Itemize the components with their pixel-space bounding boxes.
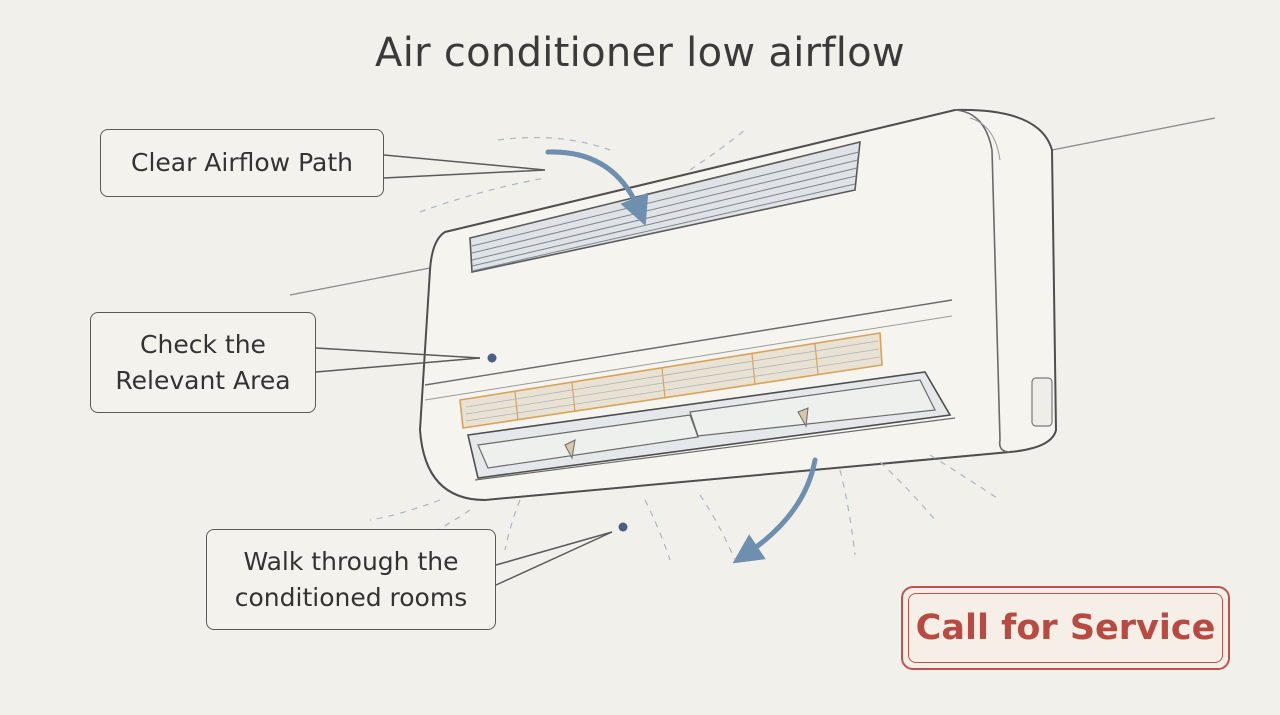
callout-airflow-line-1: Clear Airflow Path xyxy=(130,148,353,177)
ac-seam-lower xyxy=(424,315,953,401)
curved-arrow-down-icon xyxy=(545,149,649,226)
callout-rooms-line-1: Walk through the xyxy=(243,546,459,576)
callout-walk-through-rooms: Walk through the conditioned rooms xyxy=(206,529,496,630)
callout-clear-airflow-path: Clear Airflow Path xyxy=(100,129,384,197)
louver-right-tab xyxy=(797,407,809,428)
leader-area xyxy=(315,347,481,359)
wall-line-left xyxy=(289,267,431,296)
intake-grille-slats xyxy=(471,151,860,272)
ac-bottom-edge xyxy=(474,417,956,481)
callout-rooms-line-2: conditioned rooms xyxy=(234,582,468,612)
louver-left xyxy=(477,414,699,469)
leader-rooms xyxy=(495,531,613,566)
leader-airflow-lower xyxy=(383,169,546,179)
leader-area-lower xyxy=(315,357,481,373)
filter-panels xyxy=(459,332,883,429)
callout-area-line-2: Relevant Area xyxy=(115,365,291,395)
leader-airflow xyxy=(383,154,546,171)
louver-left-tab xyxy=(564,439,576,460)
wall-line-right xyxy=(1051,117,1216,151)
marker-dot-rooms xyxy=(618,522,628,532)
ac-side-latch xyxy=(1031,377,1053,427)
leader-rooms-lower xyxy=(495,531,613,586)
ac-seam-upper xyxy=(424,299,953,386)
call-for-service-label: Call for Service xyxy=(915,608,1216,648)
louver-right xyxy=(689,379,936,437)
curved-arrow-down-left-icon xyxy=(732,457,818,564)
callout-area-line-1: Check the xyxy=(140,329,266,359)
ac-side-panel xyxy=(954,109,1011,453)
callout-check-relevant-area: Check the Relevant Area xyxy=(90,312,316,413)
marker-dot-area xyxy=(487,353,497,363)
call-for-service-button[interactable]: Call for Service xyxy=(901,586,1230,670)
ac-side-highlight xyxy=(969,117,1001,161)
page-title: Air conditioner low airflow xyxy=(375,30,905,76)
